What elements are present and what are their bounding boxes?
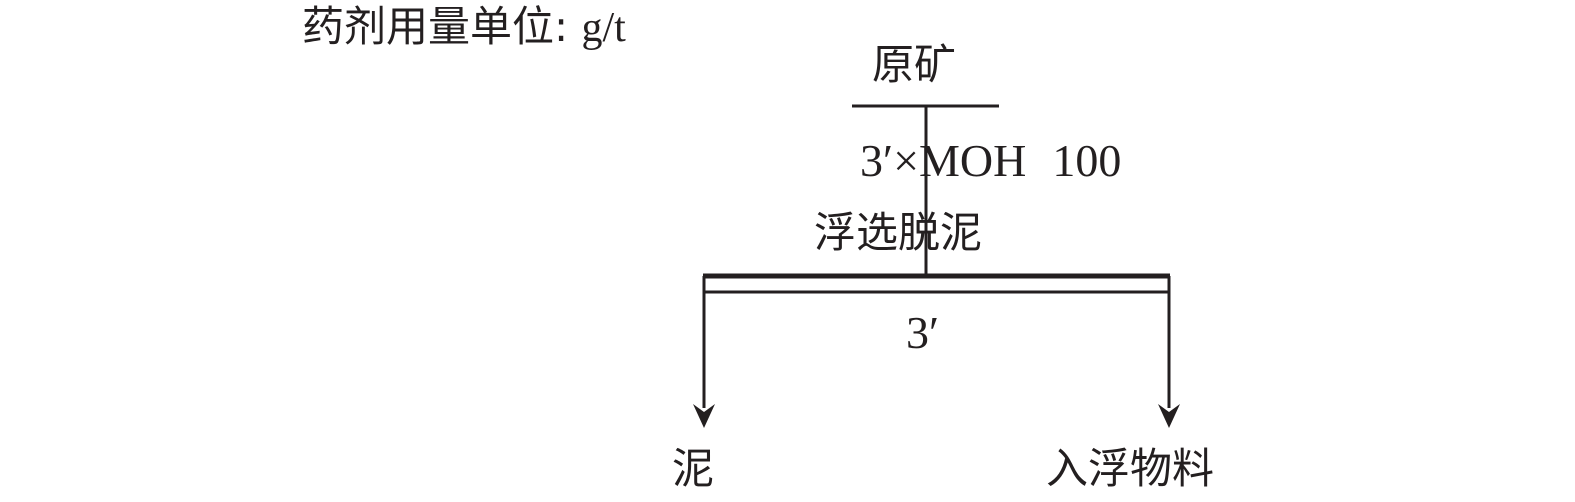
operation-label: 浮选脱泥: [814, 208, 983, 257]
slime-arrow: [693, 404, 715, 428]
slime-product-label: 泥: [672, 444, 715, 493]
product-arrow: [1158, 404, 1180, 428]
unit-note-prefix: 药剂用量单位:: [302, 2, 582, 51]
reagent-dosage: 100: [1052, 135, 1122, 186]
reagent-multiply: ×: [893, 135, 920, 186]
unit-note-unit: g/t: [581, 5, 626, 51]
reagent-time: 3′: [860, 135, 894, 186]
operation-time: 3′: [906, 307, 940, 358]
feed-label: 原矿: [872, 40, 957, 89]
unit-note: 药剂用量单位: g/t: [302, 5, 626, 51]
reagent-label: 3′×MOH 100: [860, 138, 1121, 184]
flotation-feed-label: 入浮物料: [1046, 444, 1215, 493]
reagent-name: MOH: [919, 135, 1027, 186]
